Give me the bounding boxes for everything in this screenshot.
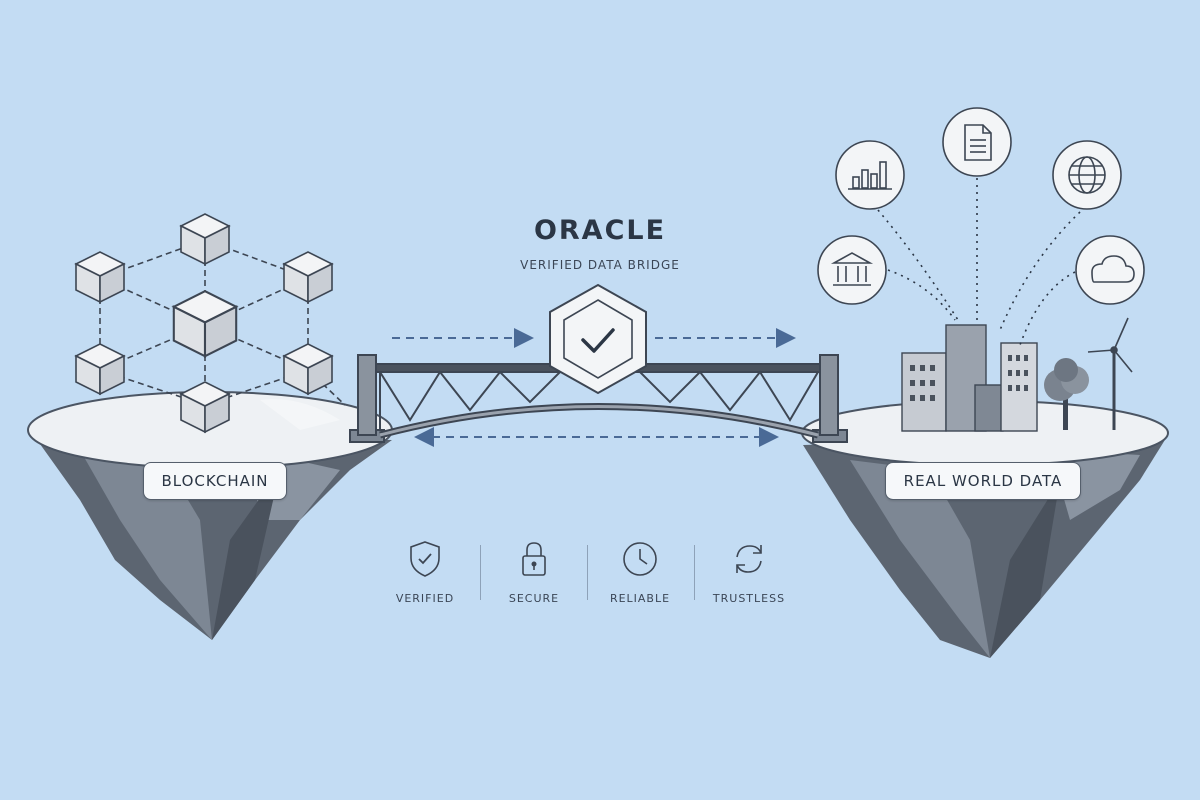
right-island — [801, 400, 1169, 658]
globe-icon — [1052, 140, 1122, 210]
cube-block — [171, 290, 239, 358]
blockchain-cubes — [74, 213, 334, 434]
source-connectors — [877, 178, 1081, 346]
bank-icon — [817, 235, 887, 305]
divider — [587, 545, 588, 600]
feature-trustless: TRUSTLESS — [699, 540, 799, 605]
oracle-node — [549, 283, 647, 395]
refresh-icon — [736, 545, 762, 573]
cube-block — [282, 251, 334, 304]
feature-verified: VERIFIED — [375, 540, 475, 605]
city-buildings — [901, 324, 1038, 432]
left-island — [27, 391, 393, 640]
blockchain-label: BLOCKCHAIN — [143, 462, 287, 500]
clock-icon — [623, 542, 657, 576]
feature-label: VERIFIED — [395, 592, 455, 605]
feature-reliable: RELIABLE — [590, 540, 690, 605]
shield-check-icon — [410, 541, 440, 577]
wind-turbine — [1087, 317, 1133, 430]
real-world-data-label: REAL WORLD DATA — [885, 462, 1081, 500]
cube-block — [74, 343, 126, 396]
tree — [1044, 358, 1089, 430]
cube-block — [179, 213, 231, 266]
checkmark-icon — [581, 328, 615, 353]
cube-block — [282, 343, 334, 396]
data-flow-arrows — [392, 328, 796, 447]
lock-icon — [522, 542, 546, 576]
cube-block — [74, 251, 126, 304]
divider — [694, 545, 695, 600]
feature-label: TRUSTLESS — [712, 592, 786, 605]
diagram-subtitle: VERIFIED DATA BRIDGE — [520, 258, 680, 272]
feature-label: SECURE — [508, 592, 560, 605]
feature-label: RELIABLE — [609, 592, 671, 605]
document-icon — [942, 107, 1012, 177]
divider — [480, 545, 481, 600]
feature-secure: SECURE — [484, 540, 584, 605]
cube-block — [179, 381, 231, 434]
bar-chart-icon — [835, 140, 905, 210]
cloud-icon — [1075, 235, 1145, 305]
diagram-title: ORACLE — [533, 215, 667, 246]
